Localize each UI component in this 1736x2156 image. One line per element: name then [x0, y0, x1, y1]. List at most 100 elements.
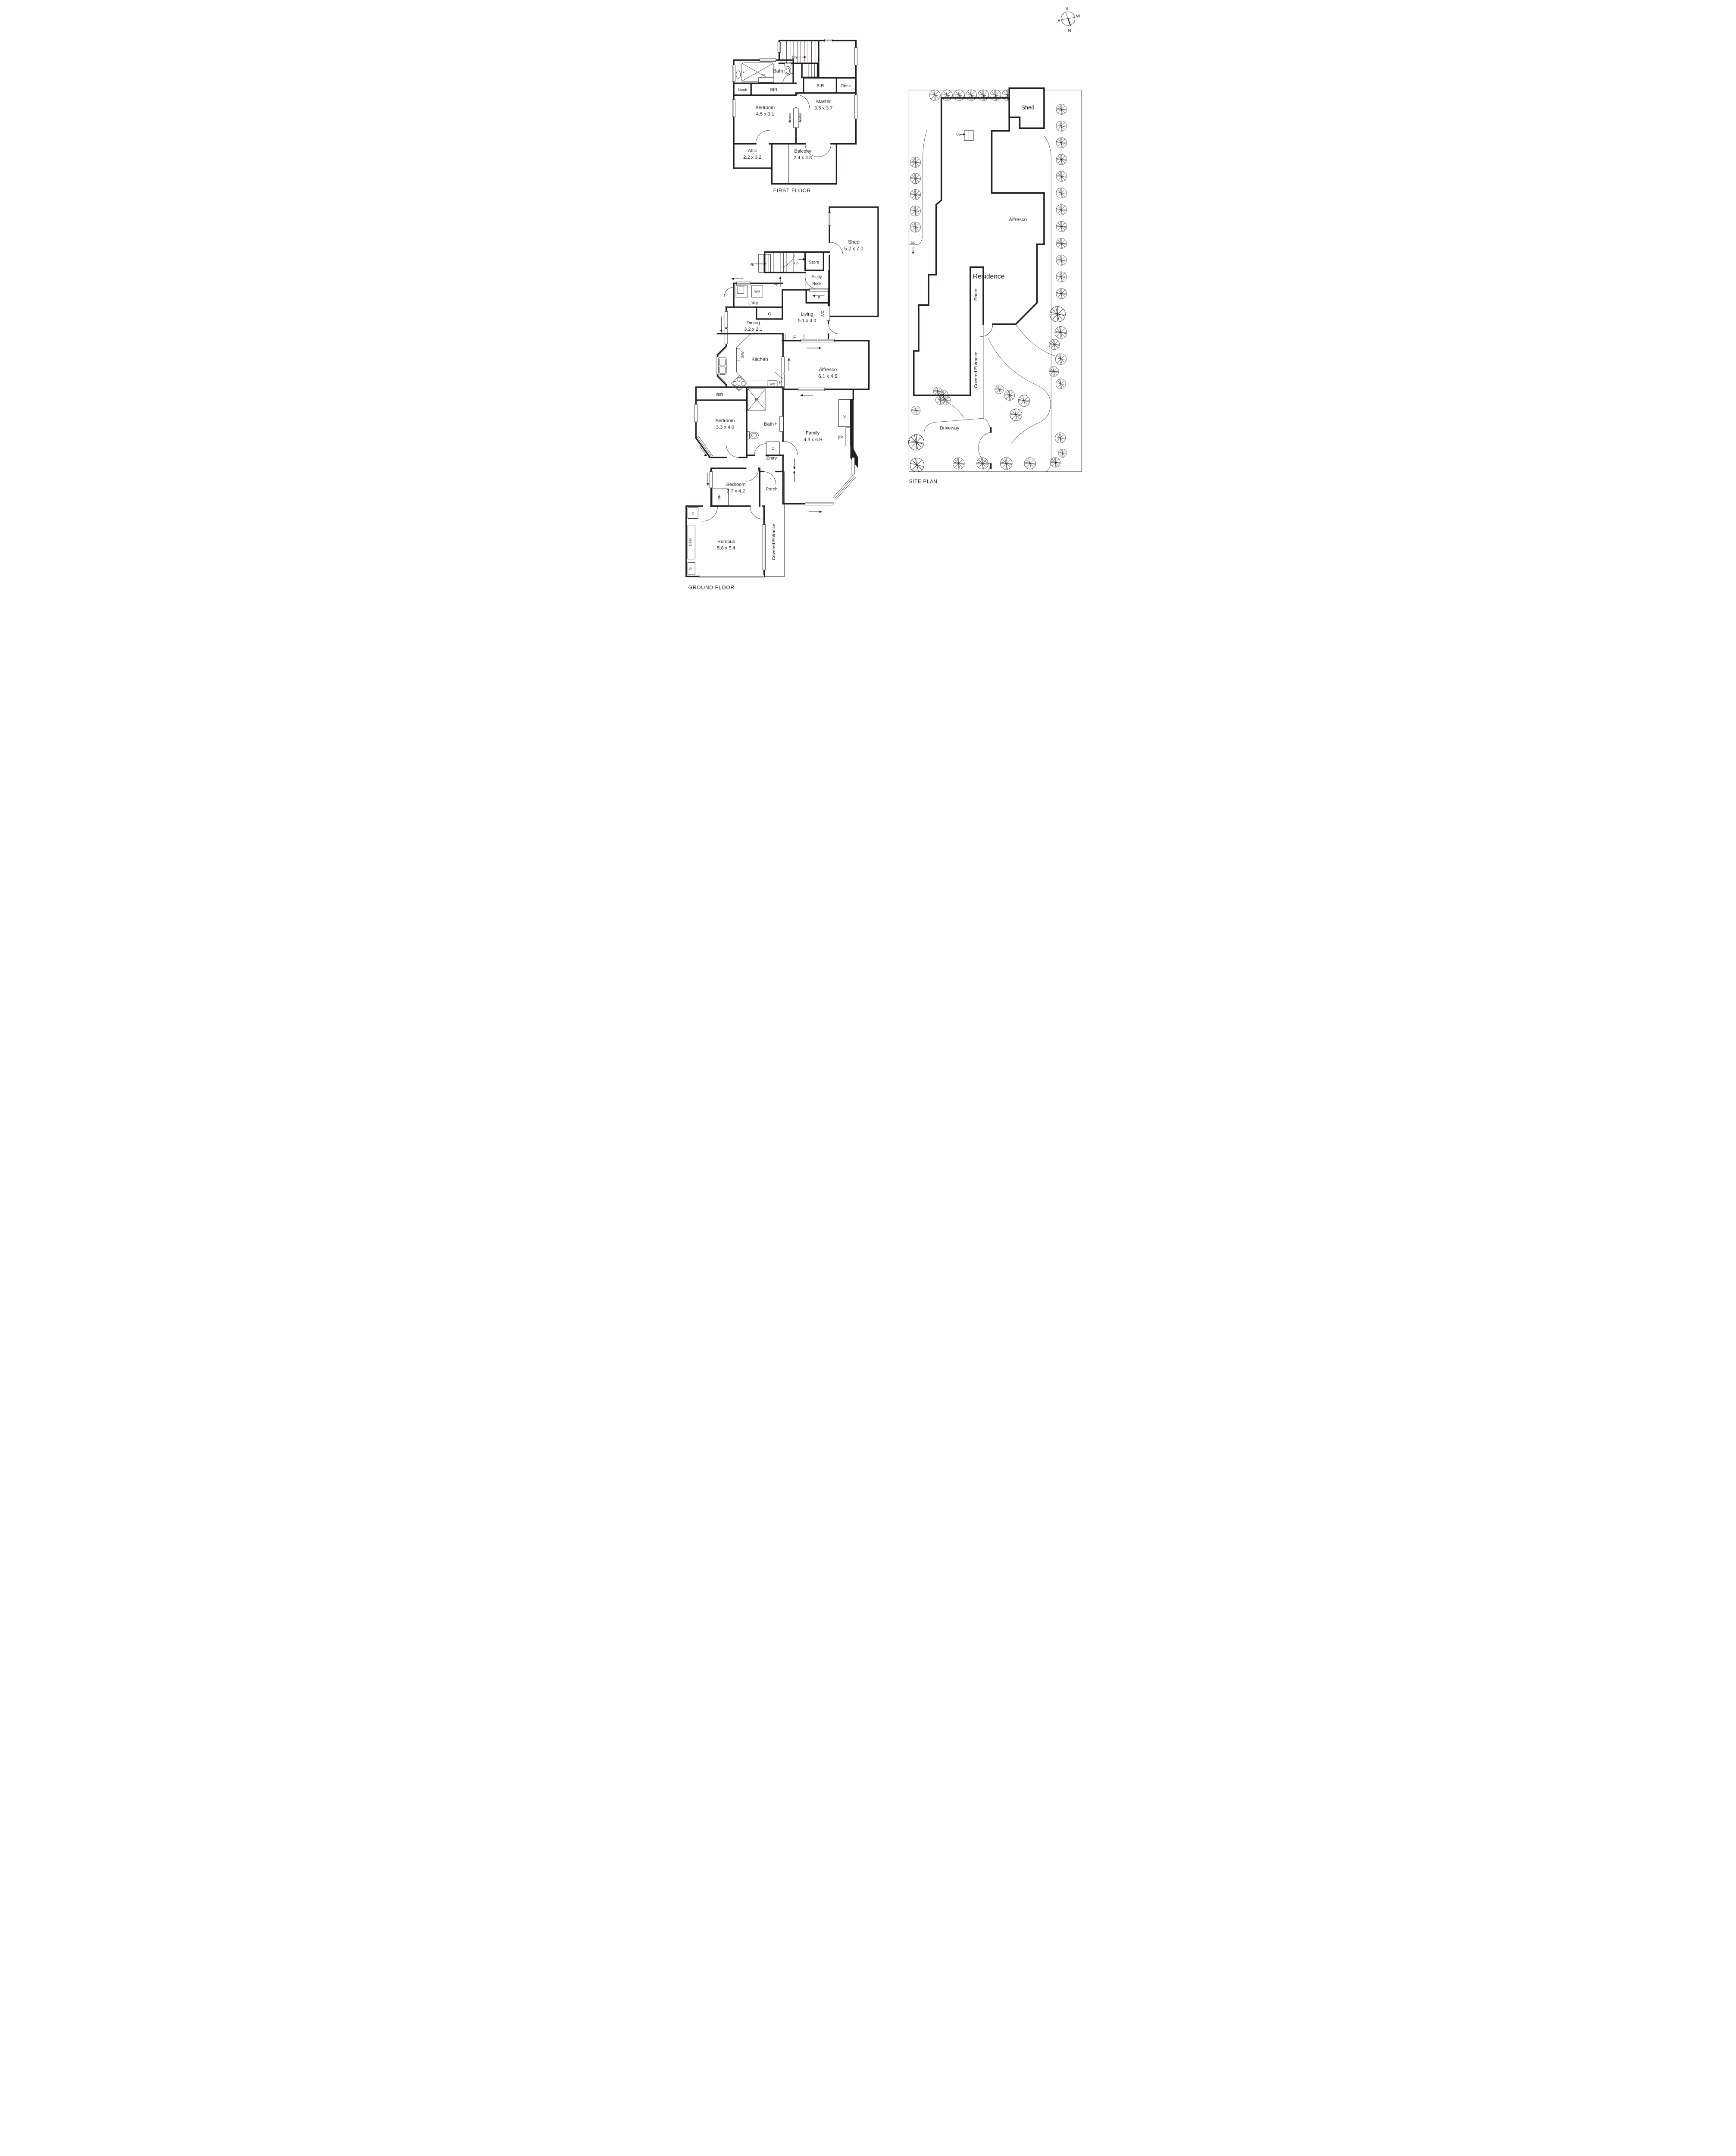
site-entrance-door-arc	[980, 324, 993, 337]
gf-store-label: Store	[809, 260, 819, 265]
gf-s-living-label: S	[817, 296, 820, 301]
gf-c-rumpus-label: C	[691, 511, 694, 515]
site-boundary	[908, 90, 1082, 472]
ff-door-arcs	[755, 73, 831, 157]
ff-desk-label: Desk	[840, 83, 851, 88]
gf-dining-dims: 3.2 x 2.1	[744, 327, 762, 332]
site-plan: Shed Alfresco Residence Porch Covered En…	[908, 87, 1082, 485]
ground-floor-caption: GROUND FLOOR	[688, 584, 734, 590]
gf-shed-door-arc	[829, 242, 843, 256]
gf-dining-label: Dining	[746, 320, 760, 326]
gf-rumpus-closets	[687, 507, 698, 575]
ff-nook-label: Nook	[738, 88, 747, 92]
ff-balcony-label: Balcony	[794, 149, 811, 154]
gf-bath-label: Bath	[764, 422, 774, 427]
gf-up-lower-label: Up	[773, 282, 778, 286]
gf-rumpus-label: Rumpus	[717, 539, 735, 545]
gf-living-label: Living	[801, 312, 813, 317]
site-trees	[908, 89, 1067, 473]
ff-bedroom-label: Bedroom	[755, 105, 775, 110]
ff-bedroom-dims: 4.5 x 3.1	[756, 112, 774, 117]
gf-c-bath-label: C	[771, 446, 774, 451]
site-driveway-label: Driveway	[939, 426, 959, 431]
gf-wm-label: WM	[754, 290, 760, 294]
site-shed-label: Shed	[1021, 104, 1034, 110]
site-up-stair-label: Up	[956, 133, 961, 137]
ff-heater-unit	[793, 108, 798, 128]
gf-shed-label: Shed	[848, 240, 860, 245]
gf-bir-bed2-label: BIR	[716, 495, 721, 501]
gf-rumpus-dims: 5.6 x 5.4	[717, 546, 735, 551]
gf-arrows	[699, 258, 824, 513]
site-arrows	[908, 133, 965, 254]
gf-porch-label: Porch	[766, 487, 778, 492]
gf-rumpus-door-arc-2	[749, 506, 763, 520]
gf-covered-entrance-label: Covered Entrance	[771, 523, 776, 560]
gf-s-family-label: S	[843, 414, 845, 419]
gf-fireplace	[845, 427, 851, 446]
gf-bed2-door-arc	[745, 468, 759, 482]
gf-bedroom2-dims: 2.7 x 4.2	[727, 489, 745, 494]
gf-laundry-fixtures	[735, 285, 763, 298]
compass-south: S	[1065, 6, 1068, 11]
ff-master-dims: 3.5 x 3.7	[814, 106, 832, 111]
gf-family-dims: 4.3 x 6.9	[804, 437, 822, 442]
compass-needle-icon	[1067, 18, 1071, 26]
gf-bath-fixtures	[747, 389, 784, 456]
gf-shed-dims: 5.2 x 7.0	[844, 246, 863, 251]
compass-west: W	[1076, 14, 1080, 19]
ff-windows	[732, 39, 857, 119]
gf-nook-label: Nook	[812, 282, 822, 286]
gf-alfresco-dims: 6.1 x 4.6	[818, 374, 837, 379]
gf-family-door-arc	[782, 441, 798, 455]
gf-up-left-label: Up	[749, 262, 754, 266]
gf-bedroom2-label: Bedroom	[726, 482, 745, 487]
gf-laundry-door-arc	[724, 287, 734, 297]
gf-desk-label: Desk	[688, 538, 692, 546]
gf-porch-door-arc	[763, 471, 776, 485]
ff-master-label: Master	[816, 99, 831, 104]
site-residence-outline	[913, 97, 1045, 396]
gf-stair-door-arc	[782, 255, 795, 268]
gf-family-label: Family	[805, 431, 820, 436]
gf-bedroom1-dims: 3.3 x 4.0	[716, 425, 734, 430]
gf-bir-bed1-label: BIR	[716, 392, 723, 397]
gf-dw-label: D/W	[740, 351, 744, 359]
gf-bedroom1-label: Bedroom	[715, 418, 735, 423]
gf-h-label: H	[775, 422, 777, 426]
site-alfresco-label: Alfresco	[1009, 217, 1027, 222]
site-up-side-label: Up	[910, 241, 915, 244]
ff-bath-label: Bath	[773, 69, 783, 74]
ff-bath-fixtures	[735, 63, 791, 83]
gf-fp-label: FP	[838, 435, 843, 439]
first-floor-caption: FIRST FLOOR	[773, 188, 811, 194]
ff-balcony-dims: 2.4 x 4.8	[794, 155, 812, 160]
ff-heater-left-label: Heater	[788, 113, 792, 124]
gf-bed1-door-arc	[726, 445, 739, 458]
gf-entry-label: Entry	[766, 455, 777, 461]
gf-p-label: P	[779, 380, 782, 385]
compass-north: N	[1068, 28, 1071, 33]
site-covered-entrance-label: Covered Entrance	[973, 351, 978, 388]
ff-bir-master-label: BIR	[816, 83, 824, 88]
gf-kitchen-label: Kitchen	[751, 357, 768, 362]
gf-s-rumpus-label: S	[688, 567, 692, 570]
first-floor-plan: Dn Bath H Nook BIR Bedroom 4.5 x 3.1 BIR…	[732, 39, 857, 194]
ff-dn-label: Dn	[791, 55, 797, 60]
compass: S W E N	[1057, 6, 1080, 33]
site-porch-label: Porch	[973, 289, 978, 301]
gf-study-label: Study	[812, 275, 822, 279]
ff-h-label: H	[762, 73, 765, 77]
gf-living-dims: 5.1 x 4.0	[798, 318, 816, 323]
compass-east: E	[1057, 19, 1060, 23]
gf-c-ldry-label: C	[768, 312, 771, 317]
gf-rumpus-door-arc-1	[702, 506, 718, 522]
site-residence-label: Residence	[973, 273, 1004, 280]
ground-floor-plan: Shed 5.2 x 7.0 Up Up Up Store Study Nook…	[685, 206, 879, 590]
gf-f-label: F	[793, 335, 796, 340]
floorplan-page: S W E N Dn Bath H N	[650, 0, 1086, 616]
gf-ldry-label: L'dry	[748, 300, 758, 305]
gf-chimney	[850, 399, 858, 468]
site-plan-caption: SITE PLAN	[909, 479, 937, 485]
gf-ac-label: A/C	[820, 310, 824, 317]
